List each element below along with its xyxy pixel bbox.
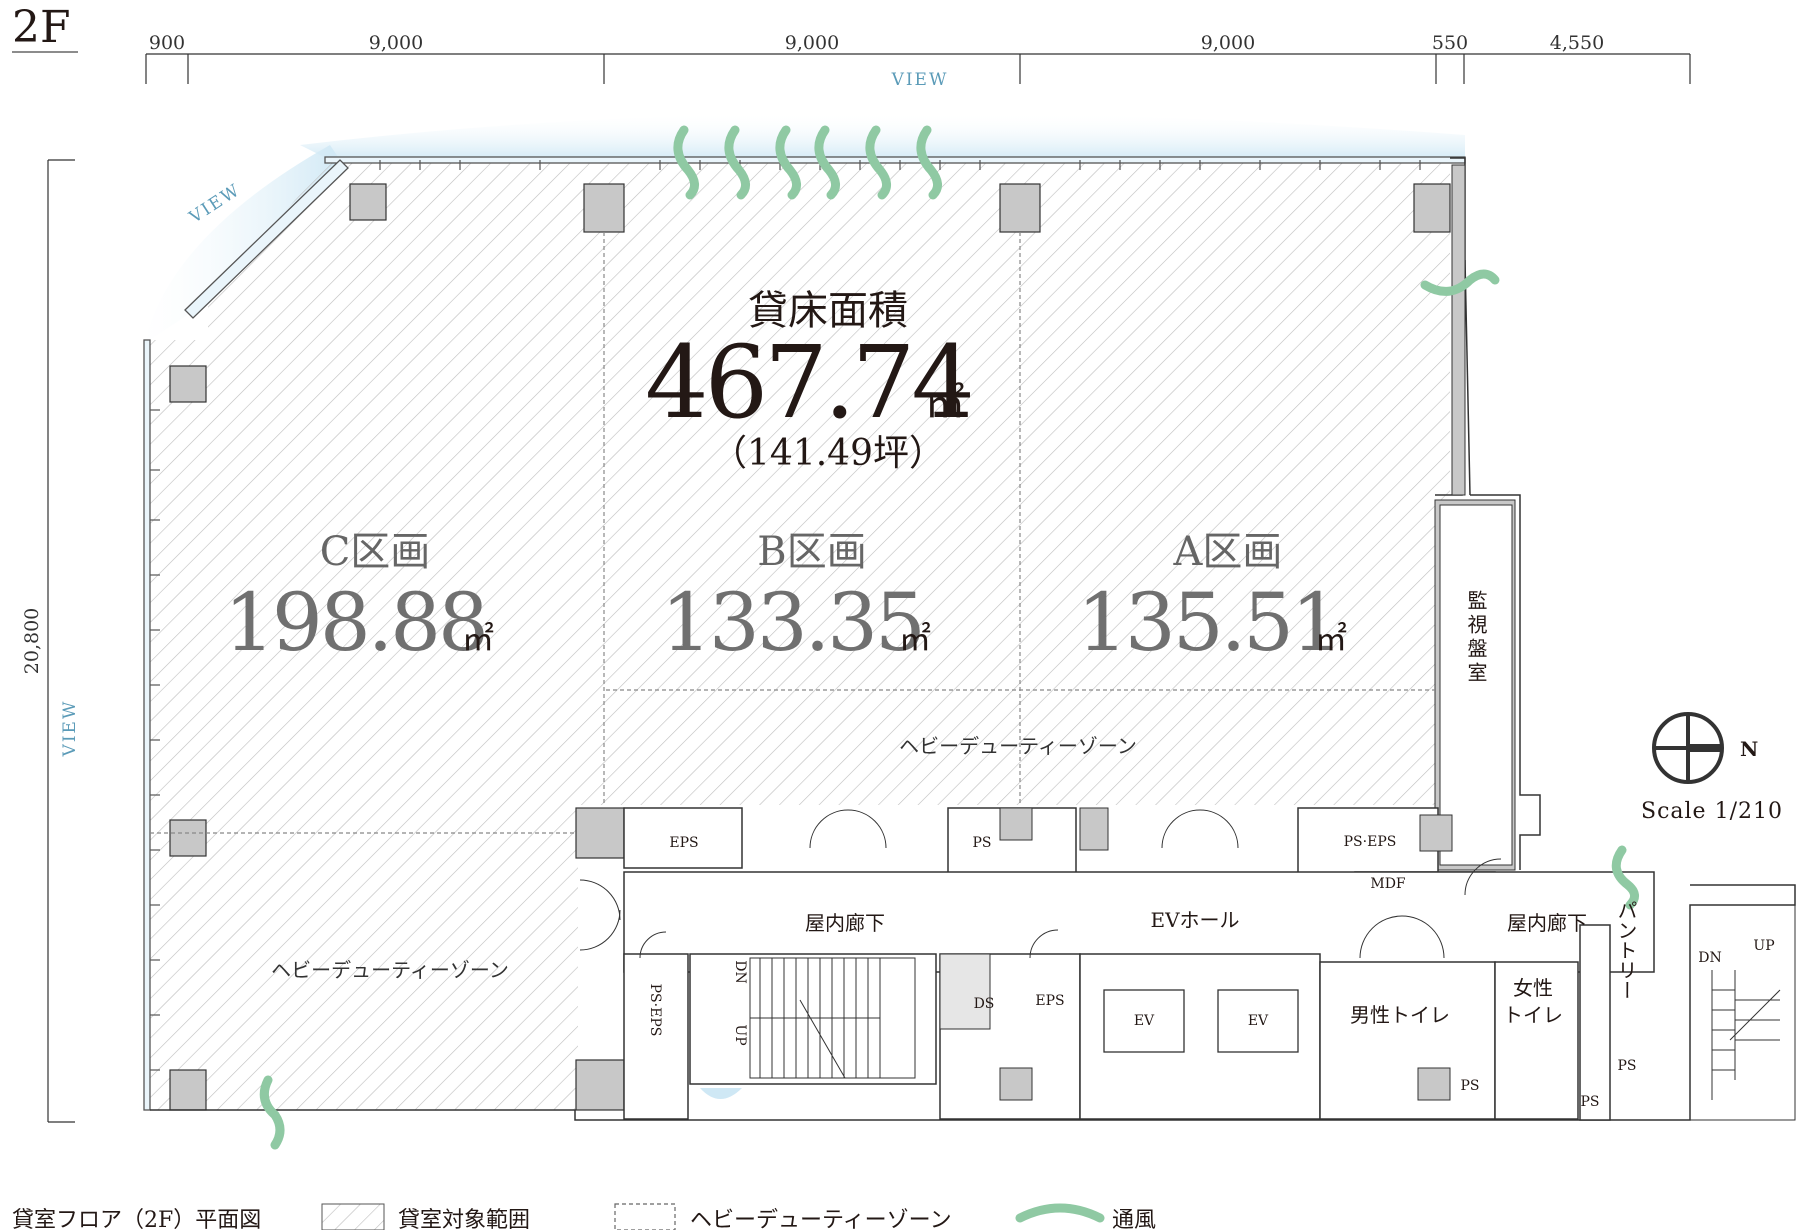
- mdf-label: MDF: [1370, 876, 1406, 892]
- ds-label: DS: [974, 996, 995, 1012]
- elevators: [1103, 989, 1299, 1053]
- legend-heavy-duty-swatch: [614, 1203, 676, 1230]
- total-area-tsubo: （141.49坪）: [711, 433, 945, 474]
- rental-area-hatch: [150, 160, 1450, 1110]
- ps-label-4: PS: [1580, 1094, 1599, 1110]
- legend-rental-swatch: [321, 1203, 385, 1230]
- zone-a-area: 135.51: [1077, 576, 1339, 669]
- heavy-duty-zone-label-c: ヘビーデューティーゾーン: [271, 958, 509, 982]
- womens-toilet-label-1: 女性: [1513, 976, 1553, 1000]
- monitor-room-label: 監視盤室: [1464, 590, 1488, 686]
- dim-top-4: 9,000: [1201, 32, 1255, 54]
- left-dimension-line: [47, 159, 75, 1123]
- ev-label-2: EV: [1248, 1013, 1269, 1029]
- dim-top-5: 550: [1432, 32, 1468, 54]
- east-stair: [1689, 904, 1796, 1121]
- view-glow-top: [300, 112, 1465, 160]
- total-area-value: 467.74: [645, 324, 971, 441]
- compass-north-label: N: [1740, 737, 1758, 761]
- zone-b-label: B区画: [757, 529, 866, 575]
- ps-label-2: PS: [1460, 1078, 1479, 1094]
- legend-heavy-duty-label: ヘビーデューティーゾーン: [690, 1208, 952, 1230]
- dim-top-6: 4,550: [1550, 32, 1604, 54]
- view-label-left: VIEW: [60, 700, 80, 758]
- main-stair: [749, 957, 916, 1079]
- ps-eps-label: PS·EPS: [1344, 834, 1397, 850]
- eps-label-1: EPS: [669, 835, 698, 851]
- dim-top-3: 9,000: [785, 32, 839, 54]
- total-area-label: 貸床面積: [748, 288, 908, 334]
- toilet-column: [1417, 1067, 1451, 1101]
- dim-top-2: 9,000: [369, 32, 423, 54]
- zone-c-unit: ㎡: [462, 620, 494, 658]
- doors: [579, 809, 1502, 959]
- corridor-column: [1079, 807, 1109, 851]
- ps-column: [999, 807, 1033, 841]
- pantry-label: パントリー: [1614, 900, 1638, 1000]
- scale-label: Scale 1/210: [1641, 799, 1783, 824]
- zone-a-unit: ㎡: [1315, 620, 1347, 658]
- ev-label-1: EV: [1134, 1013, 1155, 1029]
- zone-c-label: C区画: [320, 529, 431, 575]
- dim-top-1: 900: [149, 32, 185, 54]
- core-column: [999, 1067, 1033, 1101]
- corridor-label-1: 屋内廊下: [805, 911, 885, 935]
- womens-toilet-label-2: トイレ: [1503, 1003, 1563, 1027]
- view-label-top: VIEW: [891, 70, 949, 90]
- legend-rental-label: 貸室対象範囲: [398, 1208, 530, 1230]
- zone-b-area: 133.35: [661, 576, 923, 669]
- view-glow-stair: [700, 1088, 742, 1099]
- stair-up-label: UP: [732, 1024, 748, 1045]
- zone-a-label: A区画: [1173, 529, 1283, 575]
- stair-dn-label: DN: [732, 960, 748, 983]
- ev-hall-label: EVホール: [1150, 908, 1239, 932]
- columns: [169, 183, 1451, 1111]
- ps-label-3: PS: [1617, 1058, 1636, 1074]
- zone-c-area: 198.88: [224, 576, 486, 669]
- east-stair-dn-label: DN: [1698, 950, 1721, 966]
- zone-b-unit: ㎡: [899, 620, 931, 658]
- legend-title: 貸室フロア（2F）平面図: [12, 1208, 261, 1230]
- legend-ventilation-icon: [1015, 1203, 1105, 1223]
- ventilation-arrows: [259, 125, 1639, 1150]
- ps-eps-column: [1419, 814, 1453, 852]
- ps-label-1: PS: [972, 835, 991, 851]
- legend-ventilation-label: 通風: [1112, 1208, 1156, 1230]
- dim-left: 20,800: [21, 608, 43, 674]
- east-wall-upper: [1451, 164, 1466, 496]
- floor-label: 2F: [12, 2, 71, 53]
- total-area-unit: ㎡: [925, 381, 965, 427]
- ds-shaft-wall: [939, 953, 991, 1030]
- top-dimension-line: [145, 53, 1691, 84]
- east-stair-up-label: UP: [1753, 938, 1774, 954]
- heavy-duty-zone-label-b-a: ヘビーデューティーゾーン: [899, 734, 1137, 758]
- ps-eps-vertical-label: PS·EPS: [647, 984, 663, 1037]
- eps-label-2: EPS: [1035, 993, 1064, 1009]
- zone-boundaries: [150, 232, 1435, 834]
- compass-needle: [1688, 744, 1722, 752]
- monitor-room: [1439, 504, 1513, 866]
- mens-toilet-label: 男性トイレ: [1350, 1003, 1450, 1027]
- corridor-label-2: 屋内廊下: [1507, 911, 1587, 935]
